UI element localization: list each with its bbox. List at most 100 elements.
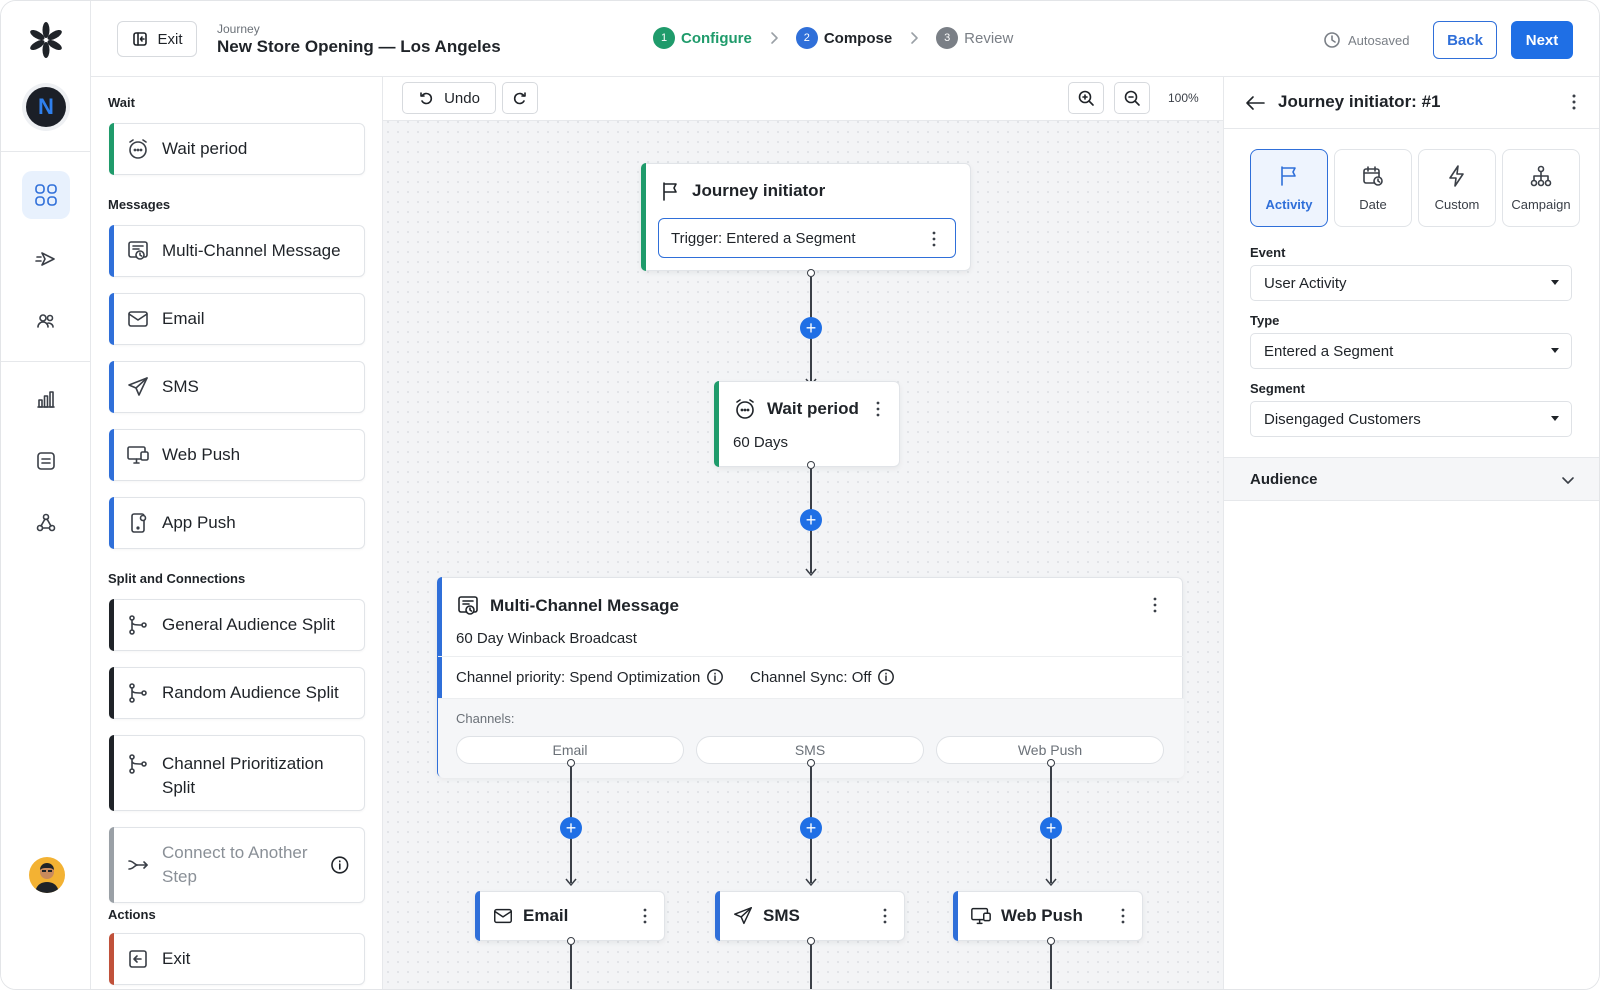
- palette-item-random-audience-split[interactable]: Random Audience Split: [109, 667, 365, 719]
- add-step-button[interactable]: +: [560, 817, 582, 839]
- node-title-label: Multi-Channel Message: [490, 596, 679, 615]
- autosave-label: Autosaved: [1348, 32, 1410, 48]
- redo-button[interactable]: [502, 82, 538, 114]
- node-accent-bar: [475, 891, 480, 941]
- caret-down-icon: [1551, 280, 1559, 285]
- step-configure[interactable]: 1 Configure: [653, 27, 752, 49]
- palette-item-web-push[interactable]: Web Push: [109, 429, 365, 481]
- back-button[interactable]: Back: [1433, 21, 1497, 59]
- rail-item-campaigns[interactable]: [22, 235, 70, 283]
- palette-item-sms[interactable]: SMS: [109, 361, 365, 413]
- palette-item-label: Email: [162, 309, 205, 328]
- more-vertical-icon[interactable]: [636, 907, 654, 925]
- add-step-button[interactable]: +: [800, 509, 822, 531]
- rail-item-dashboard[interactable]: [22, 171, 70, 219]
- zoom-out-icon: [1124, 90, 1140, 106]
- tab-campaign[interactable]: Campaign: [1502, 149, 1580, 227]
- more-vertical-icon[interactable]: [876, 907, 894, 925]
- more-vertical-icon[interactable]: [1114, 907, 1132, 925]
- add-step-button[interactable]: +: [800, 817, 822, 839]
- user-avatar[interactable]: [29, 857, 65, 893]
- palette-item-app-push[interactable]: App Push: [109, 497, 365, 549]
- card-accent-bar: [109, 599, 114, 651]
- zoom-out-button[interactable]: [1114, 82, 1150, 114]
- palette-item-connect-to-another-step[interactable]: Connect to Another Step: [109, 827, 365, 903]
- palette-item-label: Random Audience Split: [162, 683, 339, 702]
- node-email[interactable]: Email: [475, 891, 665, 941]
- palette-item-label: Channel Prioritization Split: [162, 754, 324, 797]
- connector-dot: [1047, 937, 1055, 945]
- node-journey-initiator[interactable]: Journey initiator Trigger: Entered a Seg…: [641, 163, 971, 271]
- card-accent-bar: [109, 361, 114, 413]
- step-compose[interactable]: 2 Compose: [795, 27, 892, 49]
- rail-item-integrations[interactable]: [22, 499, 70, 547]
- step-number: 1: [653, 27, 675, 49]
- zoom-in-icon: [1078, 90, 1094, 106]
- node-title: SMS: [732, 905, 800, 927]
- node-wait-period[interactable]: Wait period 60 Days: [714, 381, 900, 467]
- palette-item-label: SMS: [162, 377, 199, 396]
- zoom-in-button[interactable]: [1068, 82, 1104, 114]
- tab-date[interactable]: Date: [1334, 149, 1412, 227]
- canvas-toolbar: Undo 100%: [383, 77, 1223, 121]
- tab-label: Date: [1359, 197, 1387, 212]
- bar-chart-icon: [37, 391, 55, 408]
- type-select[interactable]: Entered a Segment: [1250, 333, 1572, 369]
- node-web-push[interactable]: Web Push: [953, 891, 1143, 941]
- workspace-avatar[interactable]: N: [26, 87, 66, 127]
- card-accent-bar: [109, 735, 114, 811]
- zoom-level: 100%: [1168, 91, 1199, 105]
- node-accent-bar: [714, 381, 719, 467]
- step-label: Configure: [681, 29, 752, 47]
- arrow-left-icon[interactable]: [1244, 93, 1266, 113]
- add-step-button[interactable]: +: [800, 317, 822, 339]
- node-title-label: Journey initiator: [692, 181, 826, 200]
- section-title-wait: Wait: [108, 95, 135, 110]
- palette-item-wait-period[interactable]: Wait period: [109, 123, 365, 175]
- info-icon[interactable]: [330, 855, 350, 875]
- alarm-clock-icon: [736, 399, 754, 419]
- multi-channel-icon: [458, 596, 478, 615]
- card-accent-bar: [109, 123, 114, 175]
- more-vertical-icon[interactable]: [1146, 596, 1164, 614]
- rail-item-audience[interactable]: [22, 297, 70, 345]
- mail-icon: [494, 908, 512, 924]
- palette-item-general-audience-split[interactable]: General Audience Split: [109, 599, 365, 651]
- palette-item-multi-channel-message[interactable]: Multi-Channel Message: [109, 225, 365, 277]
- palette-item-channel-prioritization-split[interactable]: Channel Prioritization Split: [109, 735, 365, 811]
- rail-item-content[interactable]: [22, 437, 70, 485]
- section-title-split: Split and Connections: [108, 571, 246, 586]
- top-header: Exit Journey New Store Opening — Los Ang…: [91, 1, 1599, 77]
- more-vertical-icon[interactable]: [869, 400, 887, 418]
- info-icon[interactable]: [877, 668, 895, 686]
- node-multi-channel-message[interactable]: Multi-Channel Message 60 Day Winback Bro…: [437, 577, 1184, 778]
- palette-item-exit[interactable]: Exit: [109, 933, 365, 985]
- audience-accordion[interactable]: Audience: [1224, 457, 1599, 501]
- brand-logo-icon: [30, 22, 62, 58]
- segment-select[interactable]: Disengaged Customers: [1250, 401, 1572, 437]
- add-step-button[interactable]: +: [1040, 817, 1062, 839]
- more-vertical-icon[interactable]: [925, 230, 943, 248]
- more-vertical-icon[interactable]: [1564, 92, 1584, 112]
- next-button[interactable]: Next: [1511, 21, 1573, 59]
- step-review[interactable]: 3 Review: [936, 27, 1013, 49]
- archive-icon: [37, 452, 55, 470]
- alarm-clock-icon: [129, 139, 147, 159]
- grid-icon: [35, 184, 57, 206]
- journey-canvas[interactable]: Undo 100% Journey initiator Trigger: Ent…: [383, 77, 1223, 989]
- merge-arrow-icon: [128, 860, 148, 870]
- tab-activity[interactable]: Activity: [1250, 149, 1328, 227]
- connector-dot: [1047, 759, 1055, 767]
- exit-button[interactable]: Exit: [117, 21, 197, 57]
- undo-button[interactable]: Undo: [402, 82, 496, 114]
- node-divider: [438, 656, 1184, 657]
- user-portrait-icon: [35, 863, 59, 893]
- info-icon[interactable]: [706, 668, 724, 686]
- palette-item-label: Multi-Channel Message: [162, 241, 341, 260]
- event-select[interactable]: User Activity: [1250, 265, 1572, 301]
- rail-item-analytics[interactable]: [22, 375, 70, 423]
- palette-item-email[interactable]: Email: [109, 293, 365, 345]
- node-sms[interactable]: SMS: [715, 891, 905, 941]
- trigger-chip[interactable]: Trigger: Entered a Segment: [658, 218, 956, 258]
- tab-custom[interactable]: Custom: [1418, 149, 1496, 227]
